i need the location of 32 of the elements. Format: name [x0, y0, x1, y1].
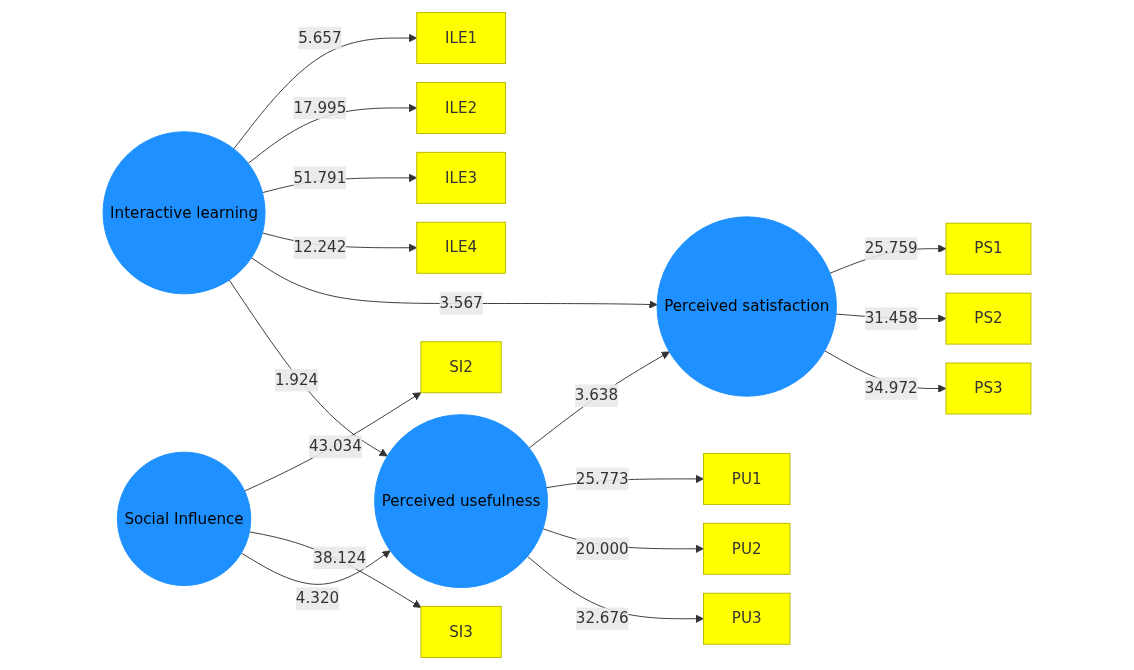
edge-label: 4.320 — [295, 589, 340, 608]
edge-label: 25.773 — [575, 469, 629, 488]
edge-label: 1.924 — [274, 370, 319, 389]
edge-label: 12.242 — [293, 238, 347, 257]
edge-label: 51.791 — [293, 168, 347, 187]
edge-label: 31.458 — [864, 309, 918, 328]
node-box: PU1 — [703, 452, 791, 505]
edge-label: 34.972 — [864, 379, 918, 398]
node-box: PS3 — [945, 362, 1032, 415]
edge-label: 25.759 — [864, 239, 918, 258]
node-box: ILE2 — [416, 82, 506, 134]
node-box: ILE3 — [416, 151, 506, 204]
node-circle: Interactive learning — [102, 131, 266, 295]
edge-label: 5.657 — [298, 28, 342, 47]
edge-label: 20.000 — [575, 539, 629, 558]
node-box: SI2 — [420, 341, 502, 394]
edge-label: 32.676 — [575, 609, 629, 628]
node-circle: Perceived usefulness — [374, 414, 548, 588]
node-box: PS2 — [945, 292, 1032, 345]
node-box: PU2 — [703, 522, 791, 575]
node-box: ILE1 — [416, 12, 506, 65]
node-box: PS1 — [945, 222, 1032, 275]
node-box: ILE4 — [416, 221, 506, 274]
node-circle: Perceived satisfaction — [656, 216, 837, 397]
edge-label: 3.638 — [574, 386, 619, 405]
node-circle: Social Influence — [116, 451, 252, 587]
edge-label: 17.995 — [293, 98, 347, 117]
node-box: PU3 — [703, 592, 791, 645]
edge-label: 3.567 — [439, 294, 483, 312]
node-box: SI3 — [420, 605, 502, 658]
edge-label: 43.034 — [308, 437, 362, 456]
edge-label: 38.124 — [313, 548, 367, 567]
